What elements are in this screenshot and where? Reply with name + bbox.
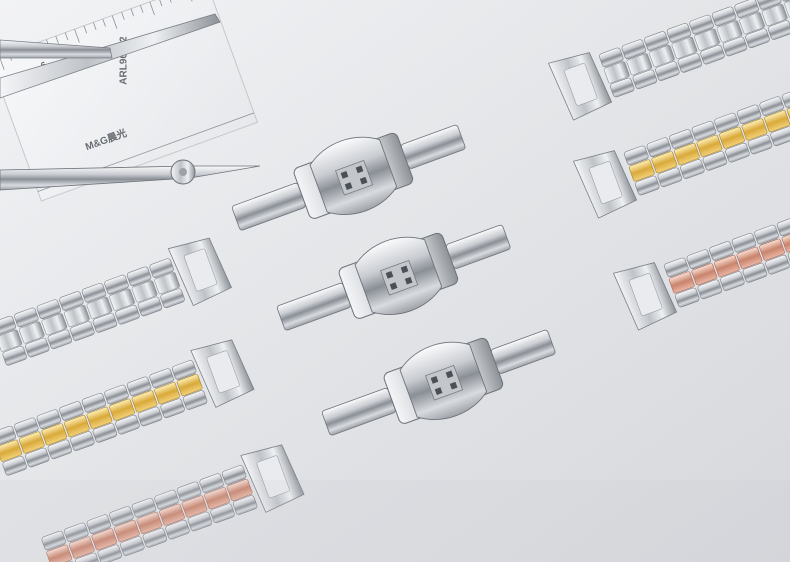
ruler: 6 7 ARL96042 M&G晨光 (0, 0, 259, 202)
vignette (0, 480, 790, 562)
ruler-model: ARL96042 (119, 36, 130, 85)
compass-tool (0, 13, 261, 191)
